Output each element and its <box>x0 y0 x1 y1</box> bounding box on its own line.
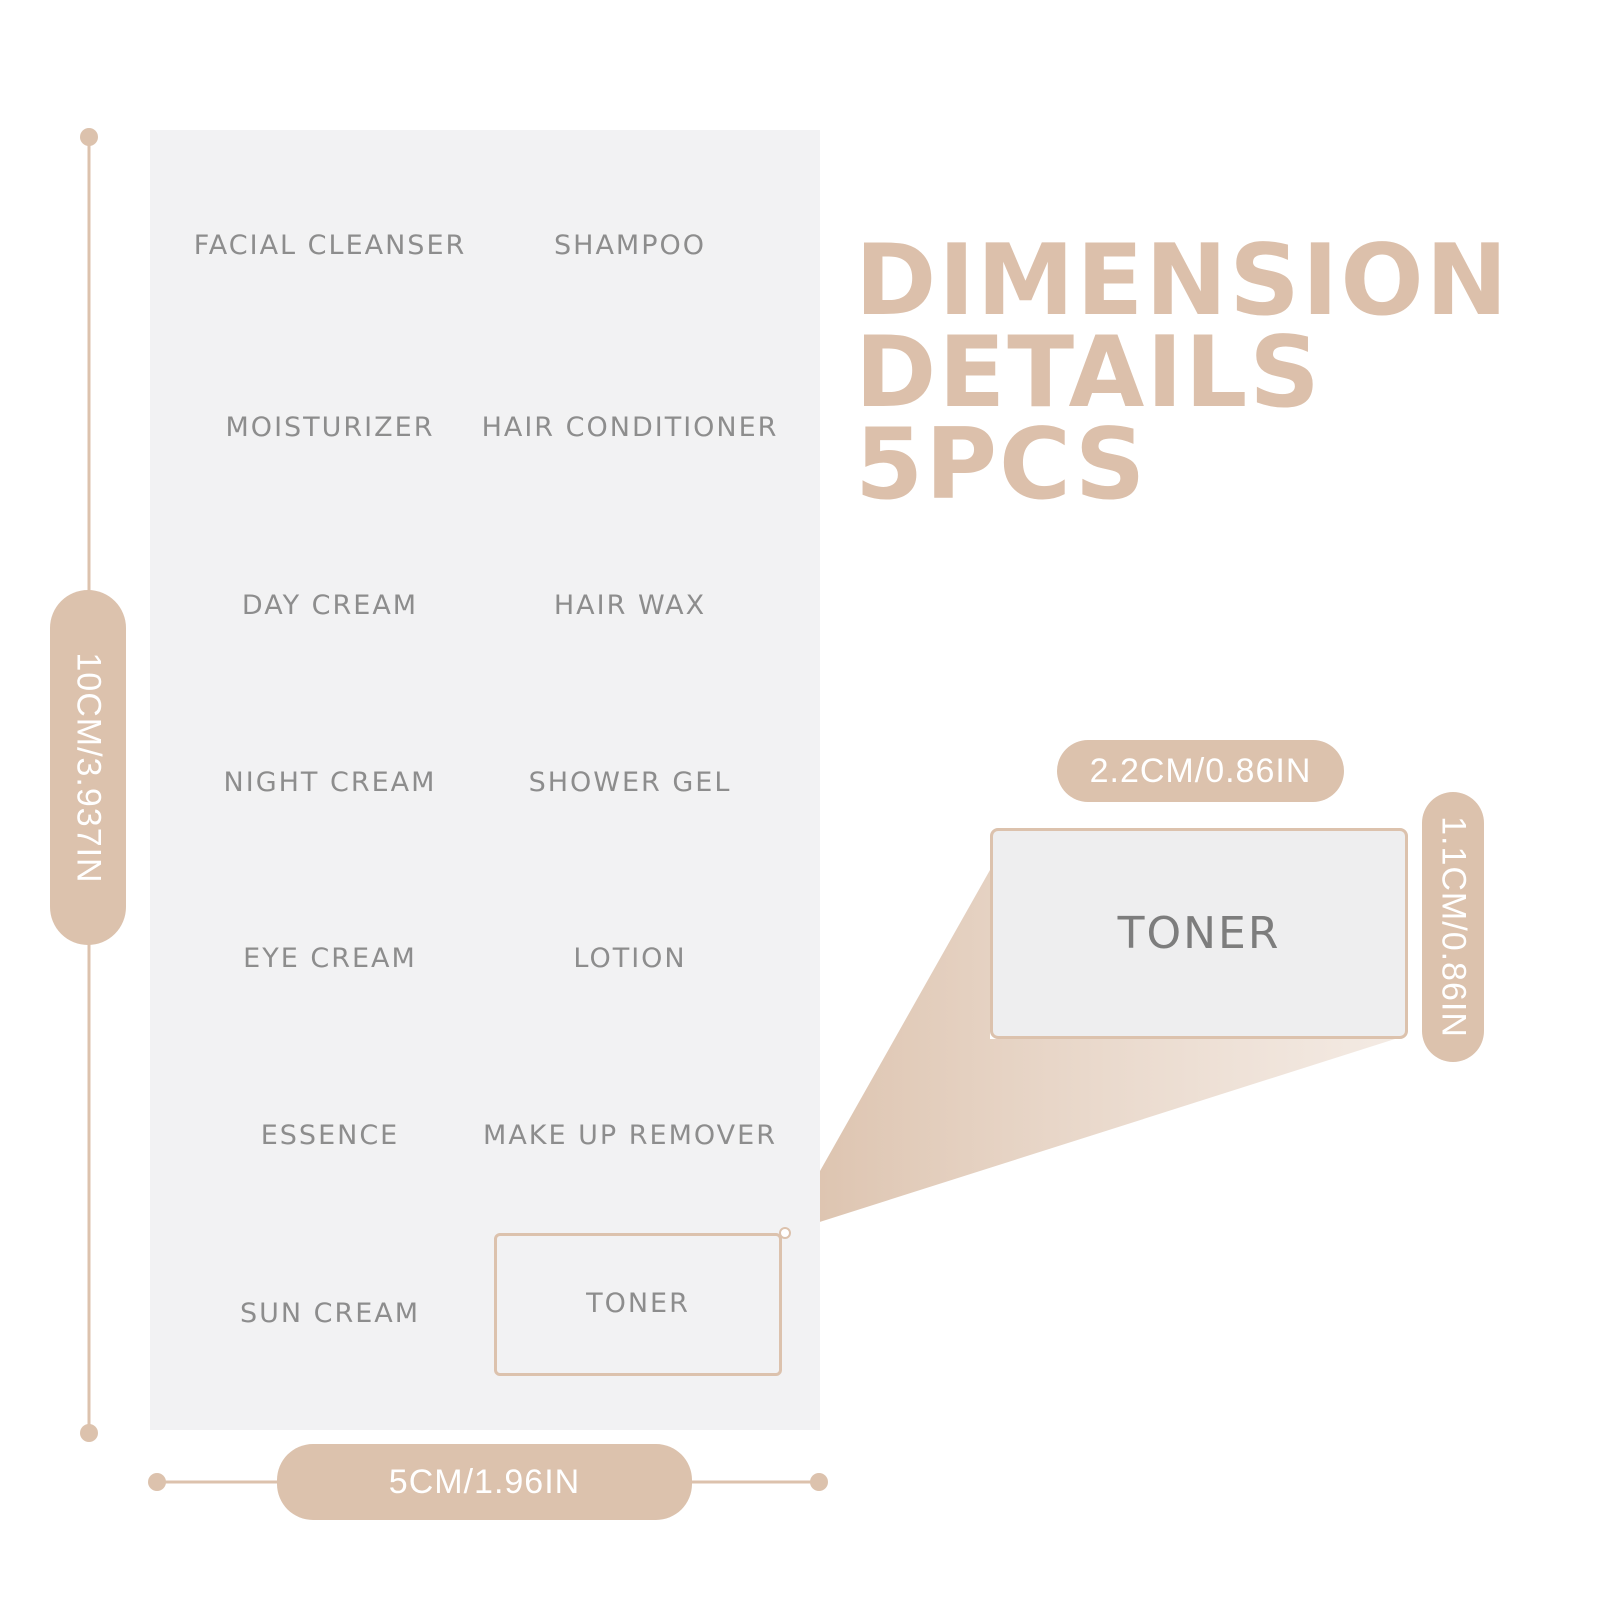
label-make-up-remover: MAKE UP REMOVER <box>483 1120 777 1151</box>
label-moisturizer: MOISTURIZER <box>225 412 435 443</box>
label-height-pill: 1.1CM/0.86IN <box>1422 792 1484 1062</box>
label-toner: TONER <box>586 1288 690 1319</box>
headline: DIMENSION DETAILS 5PCS <box>855 224 1510 522</box>
label-facial-cleanser: FACIAL CLEANSER <box>193 230 467 261</box>
label-sun-cream: SUN CREAM <box>239 1298 421 1329</box>
label-width-text: 2.2CM/0.86IN <box>1089 751 1312 790</box>
height-dimension-bottom-dot <box>80 1424 98 1442</box>
connector-dot <box>779 1227 791 1239</box>
label-shower-gel: SHOWER GEL <box>528 767 732 798</box>
label-day-cream: DAY CREAM <box>241 590 419 621</box>
label-eye-cream: EYE CREAM <box>243 943 417 974</box>
label-hair-wax: HAIR WAX <box>553 590 707 621</box>
headline-line-3: 5PCS <box>855 408 1148 522</box>
width-dimension-right-dot <box>810 1473 828 1491</box>
zoom-wedge <box>785 870 1395 1233</box>
label-night-cream: NIGHT CREAM <box>223 767 437 798</box>
width-dimension-pill: 5CM/1.96IN <box>277 1444 692 1520</box>
label-sheet <box>150 130 820 1430</box>
zoomed-toner-label: TONER <box>990 828 1408 1039</box>
headline-line-2: DETAILS <box>855 316 1322 430</box>
headline-line-1: DIMENSION <box>855 224 1510 338</box>
label-shampoo: SHAMPOO <box>554 230 706 261</box>
label-hair-conditioner: HAIR CONDITIONER <box>481 412 779 443</box>
label-essence: ESSENCE <box>260 1120 400 1151</box>
toner-label-highlight: TONER <box>494 1233 782 1376</box>
height-dimension-pill: 10CM/3.937IN <box>50 590 126 945</box>
zoomed-toner-text: TONER <box>1117 908 1281 959</box>
label-lotion: LOTION <box>573 943 687 974</box>
label-width-pill: 2.2CM/0.86IN <box>1057 740 1344 802</box>
width-dimension-left-dot <box>148 1473 166 1491</box>
width-dimension-text: 5CM/1.96IN <box>388 1462 581 1501</box>
height-dimension-top-dot <box>80 128 98 146</box>
